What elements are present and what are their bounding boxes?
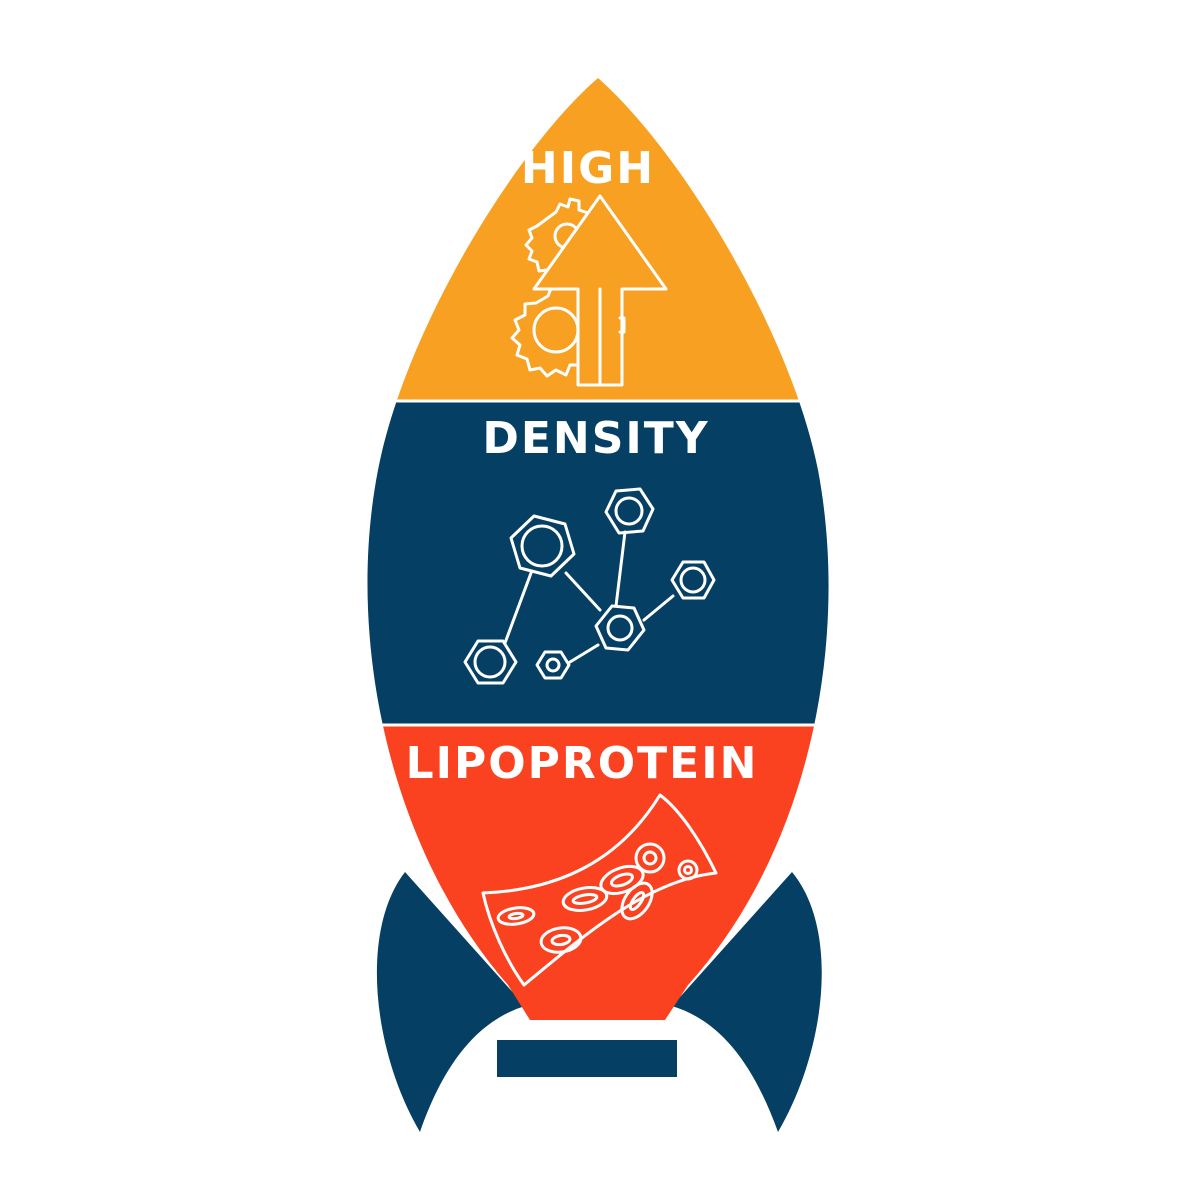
section-label-lipoprotein: LIPOPROTEIN [406, 738, 759, 789]
rocket-nozzle [497, 1040, 677, 1077]
blood-vessel-cells-icon [481, 793, 718, 987]
section-label-high: HIGH [521, 143, 655, 194]
right-fin [672, 872, 822, 1132]
section-middle [367, 402, 829, 724]
molecule-icon [463, 487, 716, 685]
left-fin [376, 872, 525, 1132]
section-label-density: DENSITY [482, 413, 709, 464]
gear-arrow-up-icon [510, 194, 668, 387]
